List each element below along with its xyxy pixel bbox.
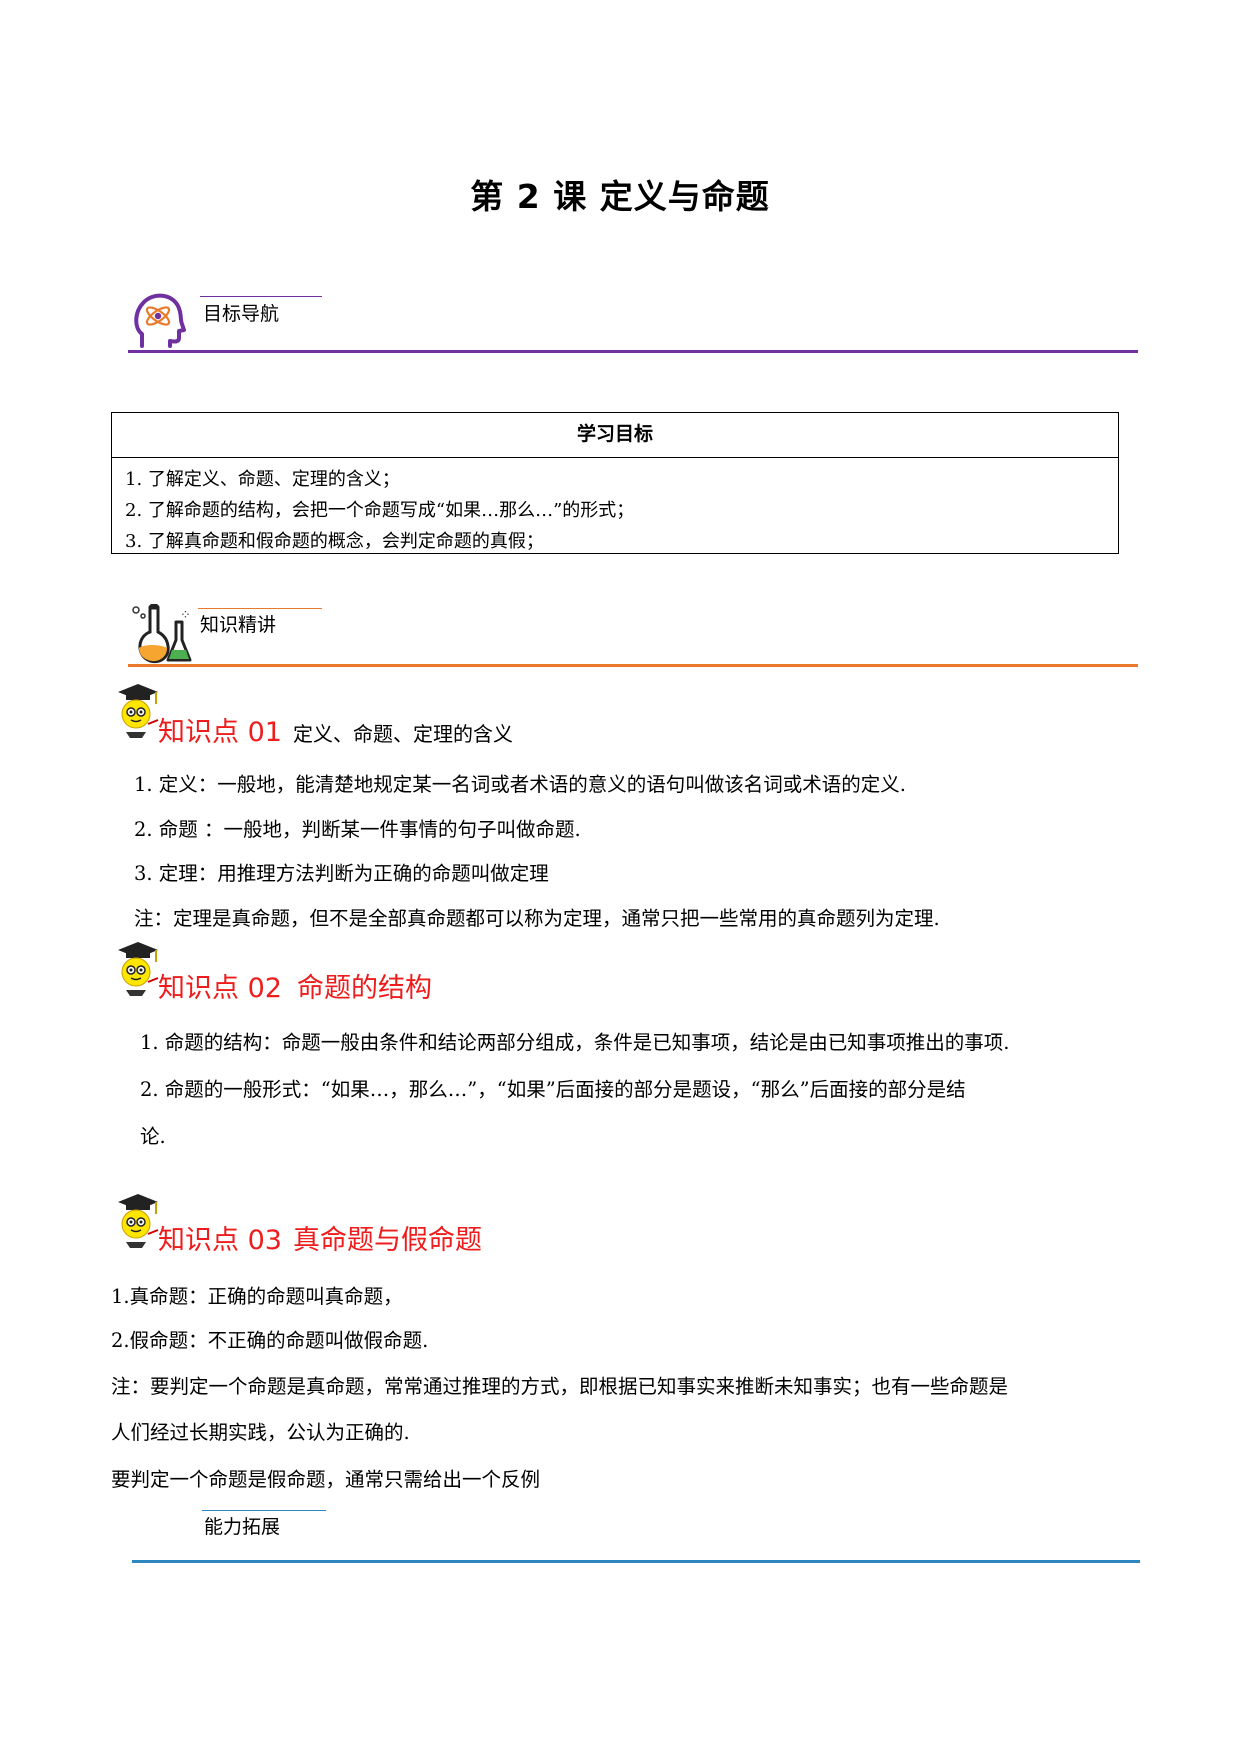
section-label: 目标导航: [203, 303, 280, 325]
kp-title: 知识点 02: [158, 973, 282, 1004]
scholar-mascot-icon: [118, 942, 159, 996]
section-goal-nav: 目标导航: [128, 288, 1138, 354]
kp-subtitle: 真命题与假命题: [293, 1225, 483, 1256]
goals-table-body: 1. 了解定义、命题、定理的含义； 2. 了解命题的结构，会把一个命题写成“如果…: [112, 458, 1118, 557]
kp-title: 知识点 03: [158, 1225, 282, 1256]
brain-head-icon: [134, 293, 186, 348]
goal-item: 2. 了解命题的结构，会把一个命题写成“如果…那么…”的形式；: [125, 500, 635, 521]
knowledge-point-01: 知识点 01 定义、命题、定理的含义 1. 定义：一般地，能清楚地规定某一名词或…: [112, 680, 1122, 930]
kp-subtitle: 定义、命题、定理的含义: [293, 722, 514, 746]
goal-item: 3. 了解真命题和假命题的概念，会判定命题的真假；: [125, 531, 544, 552]
section-topline: [202, 1510, 326, 1511]
kp-paragraph: 要判定一个命题是假命题，通常只需给出一个反例: [111, 1468, 541, 1491]
kp-heading: 知识点 01 定义、命题、定理的含义: [158, 710, 513, 749]
kp-paragraph: 论.: [140, 1125, 166, 1148]
knowledge-point-02: 知识点 02 命题的结构 1. 命题的结构：命题一般由条件和结论两部分组成，条件…: [112, 938, 1122, 1148]
section-label: 能力拓展: [204, 1516, 281, 1538]
kp-heading: 知识点 03 真命题与假命题: [158, 1218, 482, 1257]
kp-paragraph: 人们经过长期实践，公认为正确的.: [111, 1421, 410, 1444]
kp-paragraph: 注：定理是真命题，但不是全部真命题都可以称为定理，通常只把一些常用的真命题列为定…: [134, 907, 940, 930]
kp-paragraph: 2. 命题的一般形式：“如果…，那么…”，“如果”后面接的部分是题设，“那么”后…: [140, 1078, 966, 1101]
section-rule: [128, 664, 1138, 667]
section-topline: [200, 296, 322, 297]
section-ability: 能力拓展: [130, 1500, 1140, 1566]
kp-paragraph: 1.真命题：正确的命题叫真命题，: [111, 1285, 403, 1308]
sparkle-icon: ⁘: [180, 608, 191, 623]
kp-paragraph: 2. 命题 ：一般地，判断某一件事情的句子叫做命题.: [134, 818, 581, 841]
kp-paragraph: 1. 定义：一般地，能清楚地规定某一名词或者术语的意义的语句叫做该名词或术语的定…: [134, 773, 907, 796]
section-topline: [198, 608, 322, 609]
lab-flask-icon: [132, 604, 192, 664]
goal-item: 1. 了解定义、命题、定理的含义；: [125, 469, 400, 490]
section-rule: [128, 350, 1138, 353]
kp-paragraph: 1. 命题的结构：命题一般由条件和结论两部分组成，条件是已知事项，结论是由已知事…: [140, 1031, 1010, 1054]
kp-paragraph: 注：要判定一个命题是真命题，常常通过推理的方式，即根据已知事实来推断未知事实；也…: [111, 1375, 1009, 1398]
kp-heading: 知识点 02 命题的结构: [158, 966, 432, 1005]
goals-table: 学习目标 1. 了解定义、命题、定理的含义； 2. 了解命题的结构，会把一个命题…: [111, 412, 1119, 554]
section-knowledge: ⁘ 知识精讲: [128, 602, 1138, 668]
kp-paragraph: 2.假命题：不正确的命题叫做假命题.: [111, 1329, 429, 1352]
kp-subtitle: 命题的结构: [297, 973, 433, 1004]
section-label: 知识精讲: [200, 614, 277, 636]
kp-title: 知识点 01: [158, 717, 282, 748]
goals-table-header: 学习目标: [112, 413, 1118, 458]
scholar-mascot-icon: [118, 1194, 159, 1248]
knowledge-point-03: 知识点 03 真命题与假命题: [112, 1190, 1122, 1490]
scholar-mascot-icon: [118, 684, 159, 738]
kp-paragraph: 3. 定理：用推理方法判断为正确的命题叫做定理: [134, 862, 549, 885]
section-rule: [132, 1560, 1140, 1563]
page-title: 第 2 课 定义与命题: [470, 177, 770, 216]
